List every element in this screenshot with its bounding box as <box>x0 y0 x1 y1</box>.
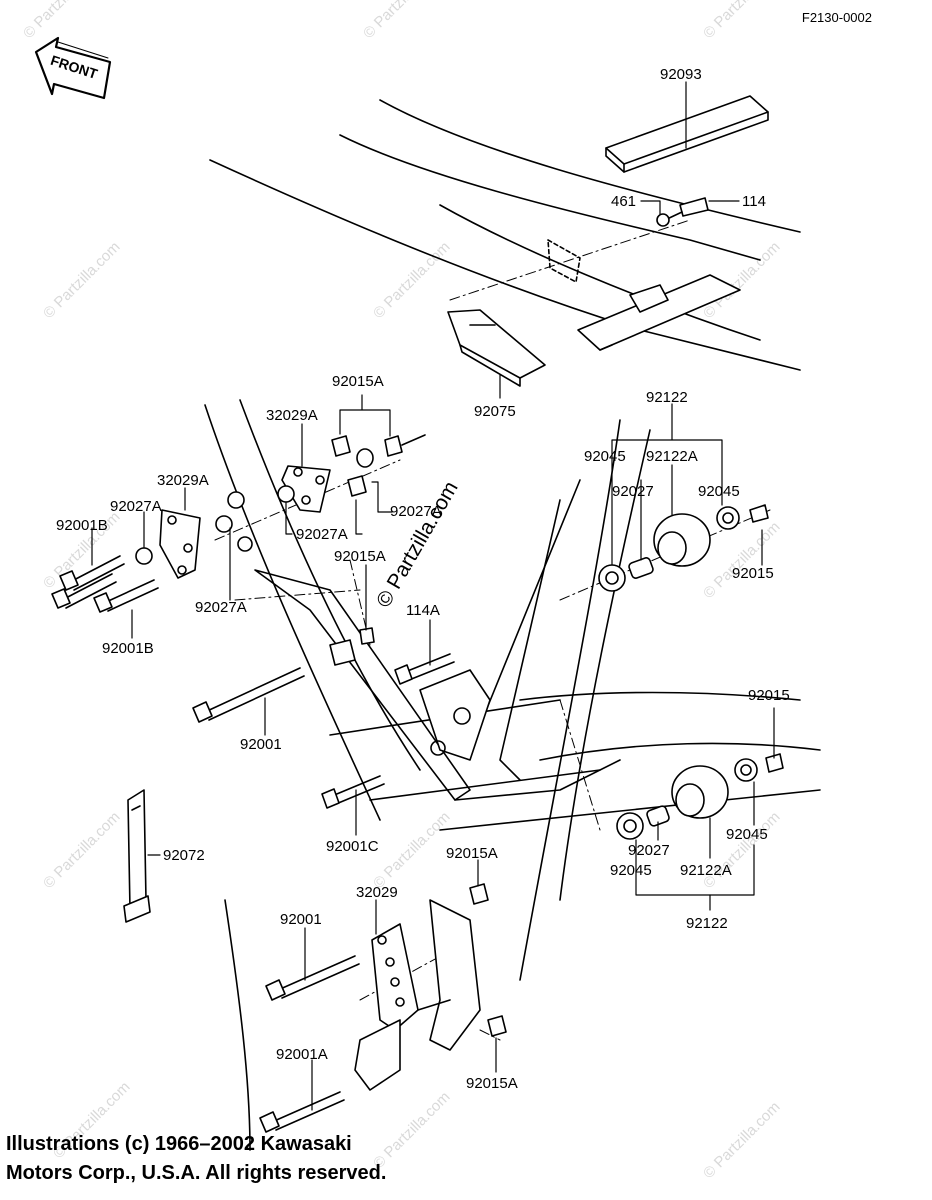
label-92015A-bottom: 92015A <box>466 1075 518 1092</box>
part-92075-guide <box>447 309 546 387</box>
label-92122-top: 92122 <box>646 389 688 406</box>
copyright-line-2: Motors Corp., U.S.A. All rights reserved… <box>6 1162 387 1184</box>
label-92027A-a: 92027A <box>110 498 162 515</box>
frame-bracket-mid <box>329 627 491 761</box>
label-92015-a: 92015 <box>732 565 774 582</box>
part-92122-upper-roller <box>598 504 769 592</box>
part-32029A-bracket-lower <box>135 491 253 579</box>
label-32029: 32029 <box>356 884 398 901</box>
copyright-notice: Illustrations (c) 1966–2002 Kawasaki Mot… <box>6 1130 386 1188</box>
front-arrow-icon <box>34 36 112 100</box>
label-92027A-d: 92027A <box>195 599 247 616</box>
label-92122A-a: 92122A <box>646 448 698 465</box>
part-32029-lower-bracket <box>354 899 481 1091</box>
part-92122-lower-roller <box>616 753 784 840</box>
label-92015-b: 92015 <box>748 687 790 704</box>
copyright-line-1: Illustrations (c) 1966–2002 Kawasaki <box>6 1133 352 1155</box>
label-32029A-lower: 32029A <box>157 472 209 489</box>
label-92001A: 92001A <box>276 1046 328 1063</box>
label-92027-a: 92027 <box>612 483 654 500</box>
label-32029A-upper: 32029A <box>266 407 318 424</box>
label-92072: 92072 <box>163 847 205 864</box>
label-92045-a: 92045 <box>584 448 626 465</box>
part-92015A-nut-lower <box>469 883 507 1037</box>
label-92015A-low: 92015A <box>446 845 498 862</box>
label-92045-d: 92045 <box>610 862 652 879</box>
label-92001B-b: 92001B <box>102 640 154 657</box>
label-92045-b: 92045 <box>698 483 740 500</box>
label-92001-lower: 92001 <box>280 911 322 928</box>
label-92001B-a: 92001B <box>56 517 108 534</box>
label-92027A-c: 92027A <box>296 526 348 543</box>
part-461-washer <box>656 213 670 227</box>
label-92075: 92075 <box>474 403 516 420</box>
part-92001-long-bolt <box>192 667 305 723</box>
part-92001B-bolts <box>51 555 159 613</box>
label-92027A-b: 92027A <box>390 503 442 520</box>
label-92001C: 92001C <box>326 838 379 855</box>
label-92015A-mid: 92015A <box>334 548 386 565</box>
label-461: 461 <box>611 193 637 210</box>
top-chain-guard <box>547 239 741 351</box>
part-92093-pad <box>605 95 769 173</box>
label-92122A-b: 92122A <box>680 862 732 879</box>
label-92122-bottom: 92122 <box>686 915 728 932</box>
part-114A-bolt <box>394 653 455 685</box>
label-92045-c: 92045 <box>726 826 768 843</box>
part-92001A-bolt <box>259 1091 345 1133</box>
label-114A: 114A <box>406 602 440 619</box>
part-92001C-bolt <box>321 775 385 809</box>
frame-outline <box>204 99 821 1151</box>
label-114: 114 <box>742 193 766 210</box>
label-92015A-top: 92015A <box>332 373 384 390</box>
part-32029A-bracket-upper <box>277 434 426 513</box>
part-92001-lower-bolt <box>265 955 360 1001</box>
label-92001: 92001 <box>240 736 282 753</box>
part-92072-strap <box>123 789 151 923</box>
leader-lines <box>91 81 775 1111</box>
drawing-code: F2130-0002 <box>801 10 872 25</box>
label-92093: 92093 <box>660 66 702 83</box>
label-92027-b: 92027 <box>628 842 670 859</box>
